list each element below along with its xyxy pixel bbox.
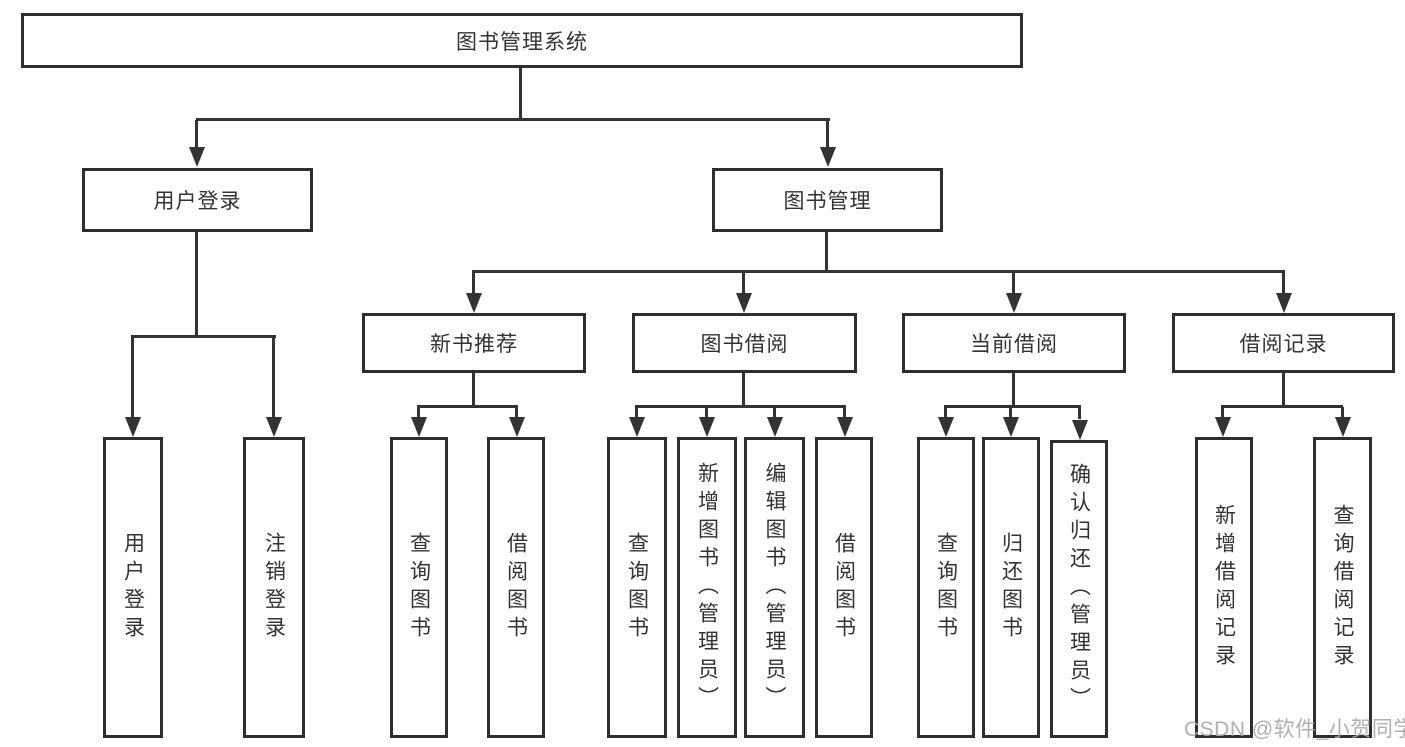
- connector-line: [195, 120, 198, 150]
- node-borrow-record-label: 借阅记录: [1239, 333, 1328, 356]
- leaf-return-book: 归还图书: [982, 437, 1040, 738]
- arrowhead-down-icon: [509, 417, 525, 437]
- leaf-borrow-book: 借阅图书: [815, 437, 873, 738]
- connector-line: [705, 407, 708, 419]
- node-current-borrow: 当前借阅: [902, 313, 1126, 373]
- node-book-borrow: 图书借阅: [632, 313, 857, 373]
- arrowhead-down-icon: [767, 417, 783, 437]
- connector-line: [131, 335, 276, 338]
- node-new-book-recommend-label: 新书推荐: [430, 333, 518, 356]
- connector-line: [944, 405, 1081, 408]
- node-new-book-recommend: 新书推荐: [362, 313, 586, 373]
- leaf-borrow-book-label: 借阅图书: [832, 531, 856, 644]
- leaf-edit-book-admin-label: 编辑图书（管理员）: [763, 461, 786, 714]
- node-root-label: 图书管理系统: [456, 30, 588, 54]
- leaf-current-query-book-label: 查询图书: [934, 531, 958, 644]
- arrowhead-down-icon: [1072, 420, 1088, 440]
- leaf-query-borrow-record-label: 查询借阅记录: [1331, 503, 1354, 672]
- leaf-edit-book-admin: 编辑图书（管理员）: [744, 437, 805, 738]
- leaf-recommend-borrow-book-label: 借阅图书: [504, 531, 528, 644]
- connector-line: [773, 407, 776, 419]
- connector-line: [742, 373, 745, 407]
- connector-line: [1282, 373, 1285, 407]
- connector-line: [472, 373, 475, 407]
- arrowhead-down-icon: [938, 417, 954, 437]
- node-root: 图书管理系统: [21, 13, 1023, 68]
- leaf-add-borrow-record-label: 新增借阅记录: [1212, 503, 1236, 672]
- node-user-login: 用户登录: [82, 168, 313, 232]
- arrowhead-down-icon: [820, 147, 836, 167]
- connector-line: [826, 120, 829, 150]
- arrowhead-down-icon: [629, 417, 645, 437]
- leaf-recommend-query-book: 查询图书: [390, 437, 448, 738]
- arrowhead-down-icon: [1003, 417, 1019, 437]
- connector-line: [825, 232, 828, 272]
- leaf-return-book-label: 归还图书: [999, 531, 1023, 644]
- arrowhead-down-icon: [1006, 293, 1022, 313]
- connector-line: [1009, 407, 1012, 419]
- connector-line: [1221, 407, 1224, 419]
- arrowhead-down-icon: [1276, 293, 1292, 313]
- arrowhead-down-icon: [699, 417, 715, 437]
- node-current-borrow-label: 当前借阅: [970, 333, 1058, 356]
- leaf-borrow-query-book: 查询图书: [607, 437, 667, 738]
- connector-line: [944, 407, 947, 419]
- connector-line: [1341, 407, 1344, 419]
- connector-line: [635, 405, 846, 408]
- leaf-add-borrow-record: 新增借阅记录: [1195, 437, 1253, 738]
- connector-line: [1012, 373, 1015, 407]
- connector-line: [131, 337, 134, 419]
- connector-line: [196, 118, 830, 121]
- leaf-borrow-query-book-label: 查询图书: [625, 531, 649, 644]
- connector-line: [1221, 405, 1343, 408]
- connector-line: [472, 270, 1285, 273]
- node-user-login-label: 用户登录: [153, 190, 242, 213]
- leaf-confirm-return-admin: 确认归还（管理员）: [1050, 440, 1108, 738]
- node-book-borrow-label: 图书借阅: [700, 333, 789, 356]
- leaf-logout-label: 注销登录: [262, 531, 286, 644]
- connector-line: [417, 405, 518, 408]
- node-borrow-record: 借阅记录: [1172, 313, 1395, 373]
- arrowhead-down-icon: [1335, 417, 1351, 437]
- arrowhead-down-icon: [411, 417, 427, 437]
- connector-line: [195, 232, 198, 338]
- connector-line: [515, 407, 518, 419]
- connector-line: [519, 68, 522, 120]
- leaf-recommend-borrow-book: 借阅图书: [487, 437, 545, 738]
- connector-line: [1282, 272, 1285, 296]
- leaf-add-book-admin: 新增图书（管理员）: [677, 437, 737, 738]
- leaf-query-borrow-record: 查询借阅记录: [1313, 437, 1372, 738]
- leaf-user-login: 用户登录: [103, 437, 163, 738]
- leaf-confirm-return-admin-label: 确认归还（管理员）: [1067, 463, 1091, 715]
- arrowhead-down-icon: [1215, 417, 1231, 437]
- node-book-management: 图书管理: [712, 168, 943, 232]
- leaf-recommend-query-book-label: 查询图书: [407, 531, 431, 644]
- leaf-current-query-book: 查询图书: [917, 437, 975, 738]
- connector-line: [742, 272, 745, 296]
- arrowhead-down-icon: [189, 147, 205, 167]
- node-book-management-label: 图书管理: [783, 190, 872, 213]
- leaf-user-login-label: 用户登录: [121, 531, 145, 644]
- connector-line: [843, 407, 846, 419]
- leaf-logout: 注销登录: [243, 437, 305, 738]
- leaf-add-book-admin-label: 新增图书（管理员）: [695, 461, 719, 714]
- connector-line: [472, 272, 475, 296]
- connector-line: [417, 407, 420, 419]
- arrowhead-down-icon: [837, 417, 853, 437]
- connector-line: [1012, 272, 1015, 296]
- arrowhead-down-icon: [736, 293, 752, 313]
- connector-line: [1078, 407, 1081, 419]
- csdn-watermark: CSDN @软件_小贺同学: [1184, 718, 1405, 741]
- arrowhead-down-icon: [466, 293, 482, 313]
- connector-line: [635, 407, 638, 419]
- arrowhead-down-icon: [266, 417, 282, 437]
- connector-line: [272, 337, 275, 419]
- arrowhead-down-icon: [125, 417, 141, 437]
